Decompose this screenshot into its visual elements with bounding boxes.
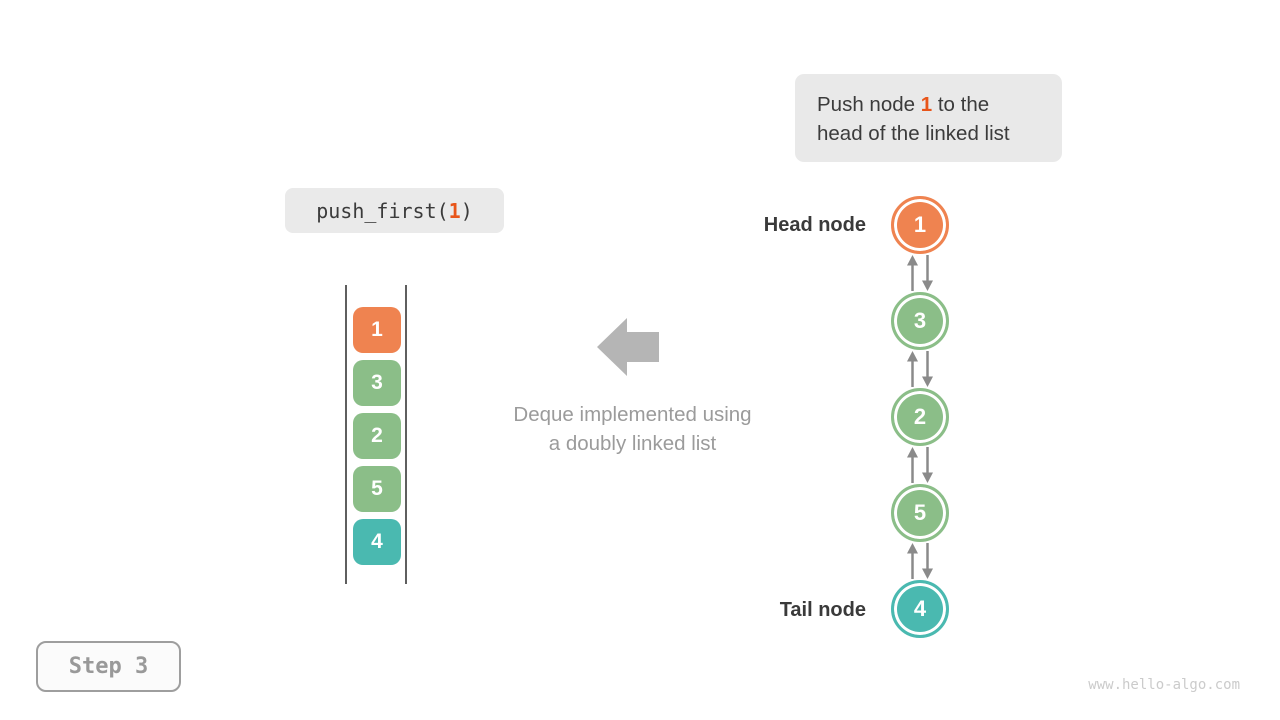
annotation-text-line2: head of the linked list [817,122,1010,145]
list-node: 1 [891,196,949,254]
site-watermark: www.hello-algo.com [1088,677,1240,693]
caption-line1: Deque implemented using [513,403,752,426]
deque-item: 5 [353,466,401,512]
left-block-arrow-icon [597,318,659,376]
deque-caption: Deque implemented using a doubly linked … [490,400,775,458]
deque-item: 3 [353,360,401,406]
deque-item: 4 [353,519,401,565]
code-call-suffix: ) [460,198,473,223]
code-call-prefix: push_first( [316,198,449,223]
annotation-bubble: Push node 1 to the head of the linked li… [795,74,1062,162]
list-node: 5 [891,484,949,542]
list-node: 2 [891,388,949,446]
bidirectional-arrow-icon [907,351,933,387]
caption-line2: a doubly linked list [548,432,717,455]
list-node: 4 [891,580,949,638]
step-badge: Step 3 [36,641,181,692]
bidirectional-arrow-icon [907,543,933,579]
deque-item: 1 [353,307,401,353]
list-node: 3 [891,292,949,350]
bidirectional-arrow-icon [907,447,933,483]
code-call-arg: 1 [448,198,461,223]
annotation-highlight-value: 1 [920,93,933,116]
annotation-text-after: to the [932,93,990,116]
tail-node-label: Tail node [779,599,866,621]
head-node-label: Head node [763,214,866,236]
linked-list: 1 3 2 5 4 [891,196,949,638]
annotation-text-before: Push node [817,93,921,116]
bidirectional-arrow-icon [907,255,933,291]
deque-container: 1 3 2 5 4 [345,285,407,584]
code-call-pill: push_first(1) [285,188,504,233]
deque-item: 2 [353,413,401,459]
